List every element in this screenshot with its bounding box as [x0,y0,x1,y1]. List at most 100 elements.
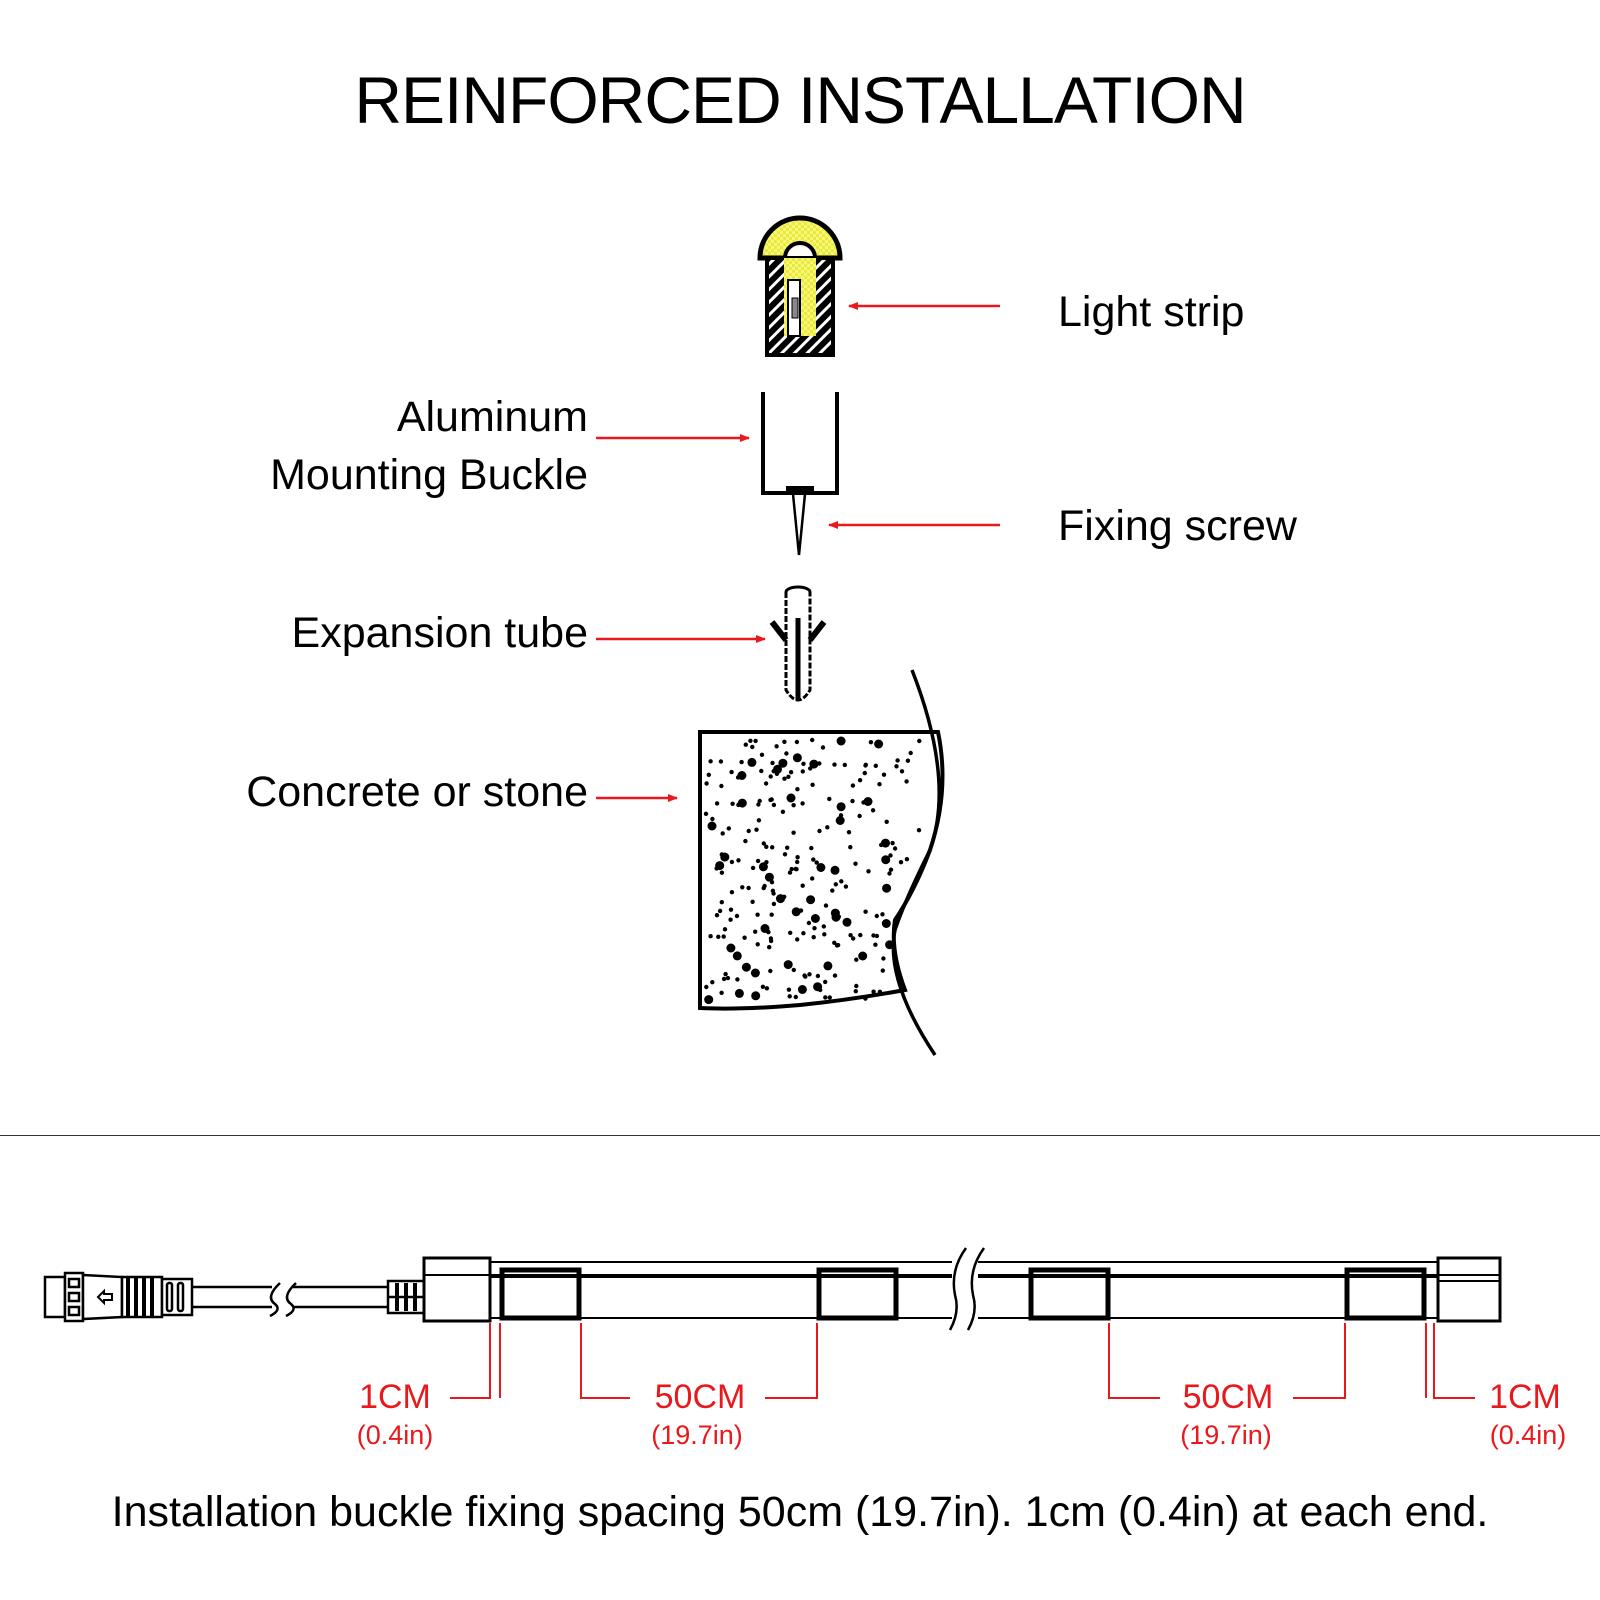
concrete-speckle [789,866,794,872]
concrete-speckle [784,751,789,756]
label-buckle-line1: Aluminum [396,393,588,441]
concrete-speckle [746,885,751,891]
concrete-speckle [858,932,863,938]
concrete-speckle [850,798,855,804]
concrete-speckle [846,830,852,835]
concrete-speckle [728,907,734,912]
concrete-speckle [814,860,819,865]
concrete-speckle [783,960,793,970]
concrete-speckle [707,821,717,831]
dim-left-end-value: 1CM [359,1378,431,1416]
concrete-speckle [899,769,905,774]
concrete-speckle [748,738,753,743]
concrete-speckle [881,919,891,928]
concrete-speckle [874,913,879,919]
concrete-speckle [719,783,724,789]
concrete-speckle [874,739,884,749]
concrete-speckle [782,739,787,744]
concrete-speckle [827,995,832,1000]
concrete-speckle [832,940,837,945]
concrete-speckle [704,995,714,1005]
concrete-speckle [801,931,806,936]
diagram-title: REINFORCED INSTALLATION [354,63,1246,137]
concrete-speckle [797,985,807,994]
concrete-speckle [791,967,796,973]
buckle-markers [499,1267,1427,1321]
concrete-speckle [853,861,858,866]
concrete-speckle [729,859,735,865]
concrete-speckle [786,774,791,779]
concrete-speckle [879,842,884,848]
label-fixing-screw: Fixing screw [1058,502,1297,550]
concrete-speckle [870,808,876,813]
concrete-speckle [780,809,786,814]
concrete-speckle [904,779,909,784]
concrete-speckle [885,940,895,950]
concrete-speckle [843,884,849,889]
dim-spacing-1-imperial: (19.7in) [651,1420,743,1450]
concrete-speckle [823,961,833,971]
concrete-speckle [771,802,777,808]
concrete-speckle [719,990,724,995]
concrete-speckle [747,757,757,767]
concrete-speckle [726,943,736,953]
concrete-speckle [704,781,709,786]
concrete-speckle [861,800,866,805]
concrete-speckle [822,932,827,937]
buckle-1 [499,1267,582,1321]
concrete-speckle [739,759,744,765]
concrete-speckle [764,844,769,849]
concrete-speckle [714,801,720,806]
concrete-speckle [835,816,845,825]
buckle-2 [816,1267,899,1321]
buckle-4 [1344,1267,1427,1321]
dim-right-end-imperial: (0.4in) [1489,1420,1567,1450]
concrete-speckle [760,984,766,989]
concrete-speckle [771,901,777,907]
concrete-speckle [767,945,772,950]
concrete-speckle [768,936,774,941]
concrete-speckle [769,797,774,802]
concrete-speckle [863,996,868,1001]
concrete-speckle [836,736,846,746]
concrete-speckle [721,934,726,939]
concrete-speckle [884,819,889,824]
concrete-speckle [743,742,748,747]
concrete-speckle [746,828,751,834]
concrete-speckle [815,973,821,979]
concrete-speckle [832,762,837,767]
concrete-speckle [833,882,838,887]
concrete-speckle [798,908,804,913]
concrete-speckle [811,935,816,940]
concrete-speckle [881,772,887,777]
concrete-speckle [787,994,792,999]
dim-spacing-1-value: 50CM [654,1378,746,1416]
concrete-speckle [832,973,838,978]
concrete-speckle [756,818,762,823]
label-light-strip: Light strip [1058,288,1245,336]
concrete-speckle [759,752,765,757]
concrete-speckle [791,907,801,917]
concrete-speckle [892,846,898,851]
concrete-speckle [810,914,820,923]
concrete-speckle [905,758,911,763]
concrete-speckle [742,935,747,940]
dim-left-end-imperial: (0.4in) [356,1420,434,1450]
dim-spacing-2-imperial: (19.7in) [1180,1420,1272,1450]
concrete-speckle [719,870,725,875]
concrete-speckle [791,830,796,835]
concrete-speckle [736,802,741,808]
concrete-speckle [806,920,812,926]
fixing-screw-icon [791,493,807,556]
concrete-speckle [761,885,766,891]
dim-right-end-value: 1CM [1489,1378,1561,1416]
concrete-speckle [795,855,800,860]
concrete-speckle [857,778,863,783]
concrete-speckle [741,962,751,972]
concrete-speckle [764,872,774,882]
concrete-speckle [768,968,773,974]
concrete-speckle [703,811,709,816]
concrete-speckle [817,828,822,834]
concrete-speckle [862,770,867,776]
concrete-speckle [854,957,859,962]
